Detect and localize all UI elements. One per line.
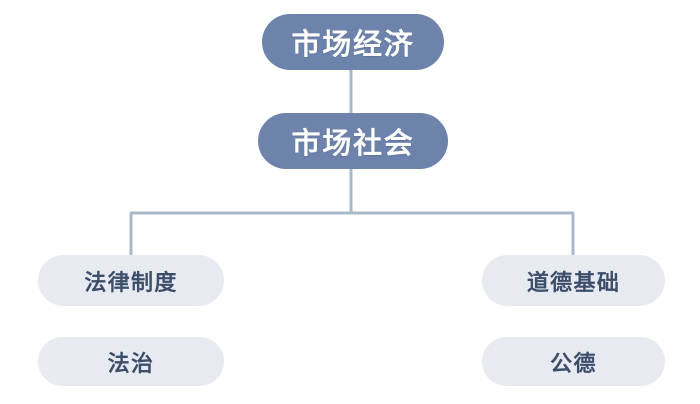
node-legal-system[interactable]: 法律制度 bbox=[38, 255, 224, 306]
node-moral-foundation[interactable]: 道德基础 bbox=[482, 255, 665, 306]
node-moral-foundation-label: 道德基础 bbox=[526, 270, 621, 296]
node-rule-of-law-label: 法治 bbox=[107, 351, 155, 377]
node-market-economy[interactable]: 市场经济 bbox=[262, 14, 444, 70]
node-market-society-label: 市场社会 bbox=[291, 126, 415, 160]
node-market-economy-label: 市场经济 bbox=[291, 27, 415, 61]
node-market-society[interactable]: 市场社会 bbox=[258, 113, 448, 169]
node-public-morality-label: 公德 bbox=[550, 351, 597, 377]
node-legal-system-label: 法律制度 bbox=[84, 270, 178, 296]
node-rule-of-law[interactable]: 法治 bbox=[38, 337, 224, 386]
node-public-morality[interactable]: 公德 bbox=[482, 337, 665, 386]
